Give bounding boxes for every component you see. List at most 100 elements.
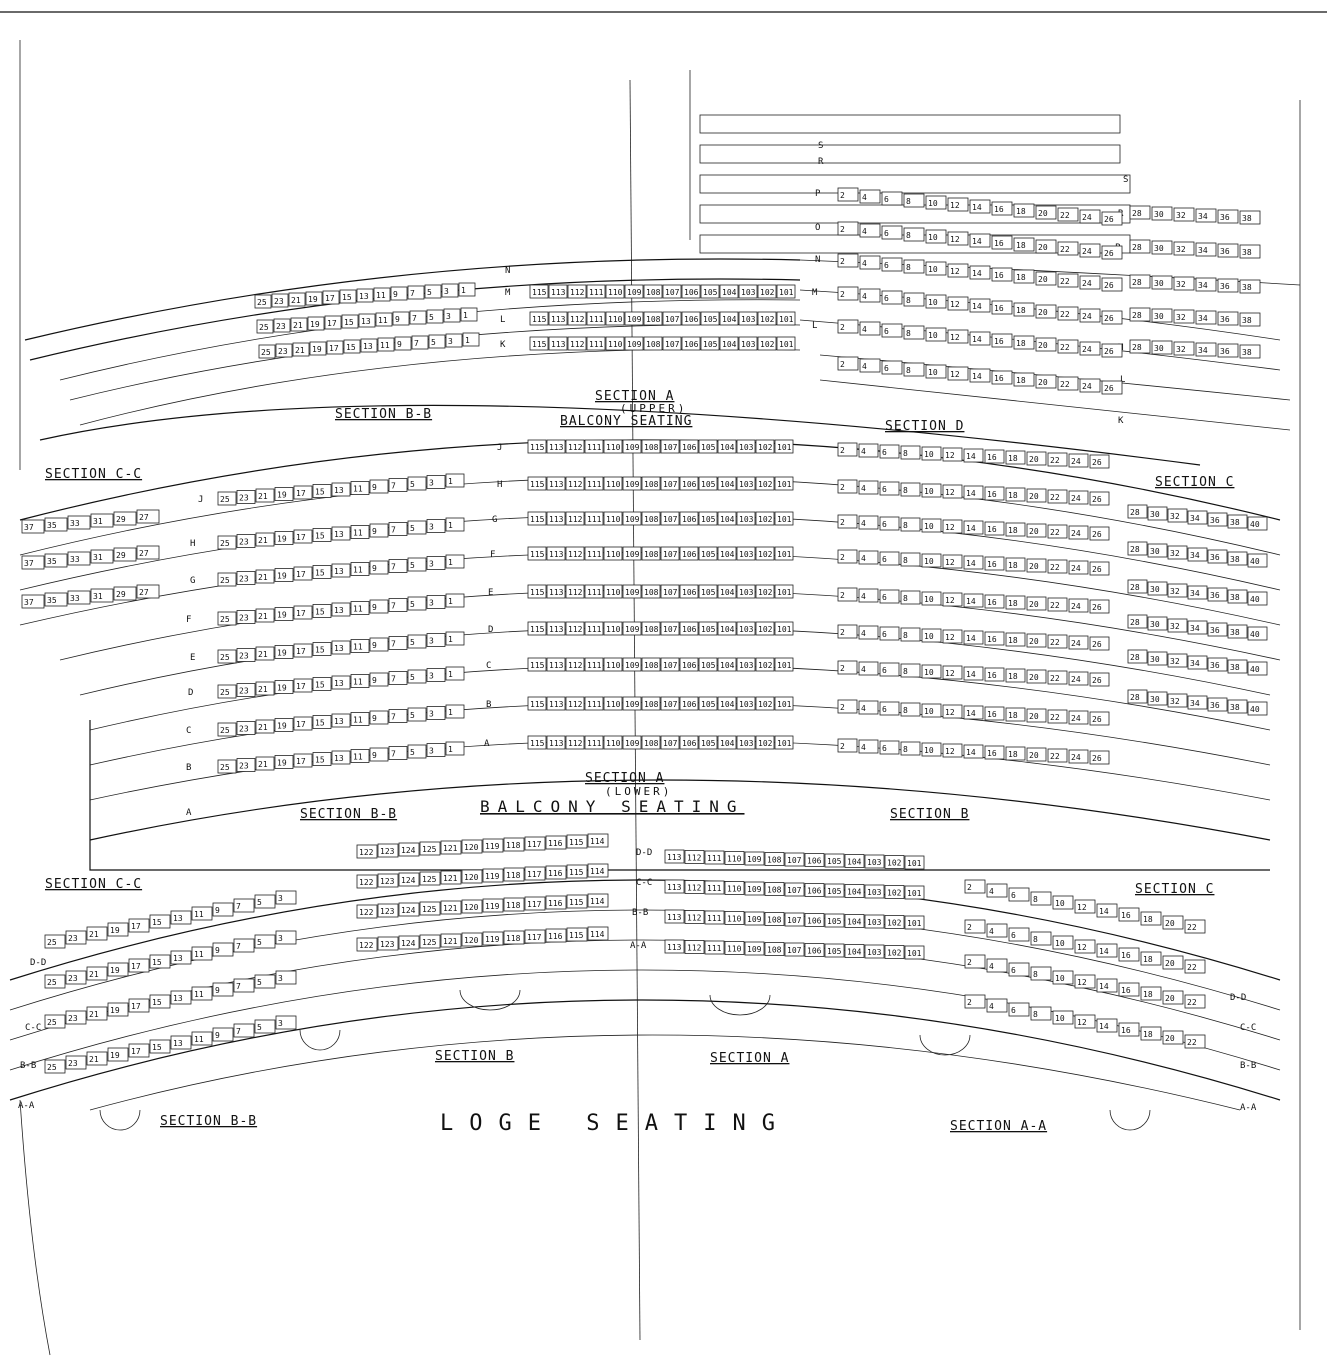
seat-box (964, 994, 986, 1009)
seat-number: 18 (1143, 1030, 1153, 1039)
seat-number: 3 (429, 747, 434, 756)
seat-box (1151, 340, 1173, 355)
seat-box (1089, 636, 1110, 651)
seat-number: 40 (1250, 630, 1260, 639)
seat-number: 17 (325, 294, 335, 303)
seat-box (679, 511, 699, 526)
seat-box (662, 284, 682, 299)
section-label: SECTION B-B (160, 1114, 257, 1129)
seat-number: 17 (296, 609, 306, 618)
seat-number: 12 (950, 370, 960, 379)
seat-number: 32 (1170, 549, 1180, 558)
seat-box (641, 511, 661, 526)
seat-box (664, 849, 685, 864)
seat-box (1227, 589, 1248, 604)
seat-number: 37 (24, 523, 34, 532)
seat-box (546, 476, 566, 491)
seat-number: 19 (308, 295, 318, 304)
seat-box (293, 678, 313, 693)
seat-number: 2 (840, 628, 845, 637)
seat-number: 4 (861, 704, 866, 713)
seat-number: 20 (1029, 600, 1039, 609)
loge-title: LOGE SEATING (440, 1111, 791, 1136)
seat-box (587, 863, 609, 878)
seat-number: 101 (777, 625, 792, 634)
seat-number: 36 (1220, 315, 1230, 324)
seat-number: 22 (1050, 563, 1060, 572)
seat-number: 124 (401, 876, 416, 885)
seat-box (622, 735, 642, 750)
seat-box (1005, 522, 1026, 537)
seat-number: 2 (840, 290, 845, 299)
seat-box (350, 562, 370, 576)
seat-number: 3 (429, 599, 434, 608)
seat-box (275, 343, 293, 358)
seat-number: 8 (1033, 970, 1038, 979)
seat-number: 13 (173, 994, 183, 1003)
seat-box (233, 978, 255, 993)
seat-number: 21 (89, 1010, 99, 1019)
seat-number: 31 (93, 592, 103, 601)
seat-number: 125 (422, 905, 437, 914)
seat-box (426, 668, 446, 682)
seat-box (903, 325, 925, 340)
seat-box (1030, 931, 1052, 946)
seat-box (859, 321, 881, 336)
seat-box (1079, 275, 1101, 290)
seat-number: 3 (429, 560, 434, 569)
seat-box (312, 484, 332, 498)
seat-number: 101 (777, 443, 792, 452)
seat-number: 21 (258, 536, 268, 545)
seat-number: 12 (1077, 978, 1087, 987)
seat-box (331, 482, 351, 497)
row-label: B-B (632, 908, 648, 918)
seat-number: 107 (663, 700, 678, 709)
seat-number: 11 (194, 910, 204, 919)
seat-number: 107 (663, 515, 678, 524)
seat-box (586, 336, 606, 351)
seat-box (900, 627, 921, 642)
seat-box (44, 974, 66, 989)
seat-box (1167, 693, 1188, 708)
seat-box (942, 554, 963, 569)
seat-number: 15 (346, 343, 356, 352)
seat-box (774, 696, 794, 711)
seat-number: 6 (884, 327, 889, 336)
seat-number: 13 (173, 954, 183, 963)
seat-box (233, 938, 255, 953)
seat-number: 2 (840, 191, 845, 200)
seat-number: 103 (739, 443, 754, 452)
seat-box (660, 546, 680, 561)
seat-number: 26 (1092, 754, 1102, 763)
seat-box (293, 605, 313, 620)
row-label: D (188, 688, 193, 698)
seat-box (128, 918, 150, 933)
row-label: H (497, 480, 502, 490)
seat-number: 14 (1099, 982, 1109, 991)
seat-number: 113 (667, 943, 682, 952)
seat-box (736, 439, 756, 454)
seat-box (1047, 670, 1068, 685)
seat-box (1089, 454, 1110, 469)
seat-number: 2 (840, 257, 845, 266)
seat-number: 26 (1104, 215, 1114, 224)
seat-box (774, 584, 794, 599)
seat-box (65, 1055, 87, 1070)
seat-number: 40 (1250, 665, 1260, 674)
seat-box (641, 584, 661, 599)
seat-number: 3 (278, 894, 283, 903)
seat-number: 106 (682, 480, 697, 489)
seat-number: 16 (987, 525, 997, 534)
seat-box (426, 743, 446, 757)
seat-number: 103 (867, 948, 882, 957)
seat-number: 21 (258, 492, 268, 501)
seat-box (859, 358, 881, 373)
seat-box (719, 284, 739, 299)
seat-number: 106 (684, 315, 699, 324)
seat-box (925, 294, 947, 309)
seat-box (755, 476, 775, 491)
seat-number: 32 (1170, 657, 1180, 666)
seat-number: 25 (47, 1018, 57, 1027)
seat-box (170, 990, 192, 1005)
seat-box (1068, 525, 1089, 540)
